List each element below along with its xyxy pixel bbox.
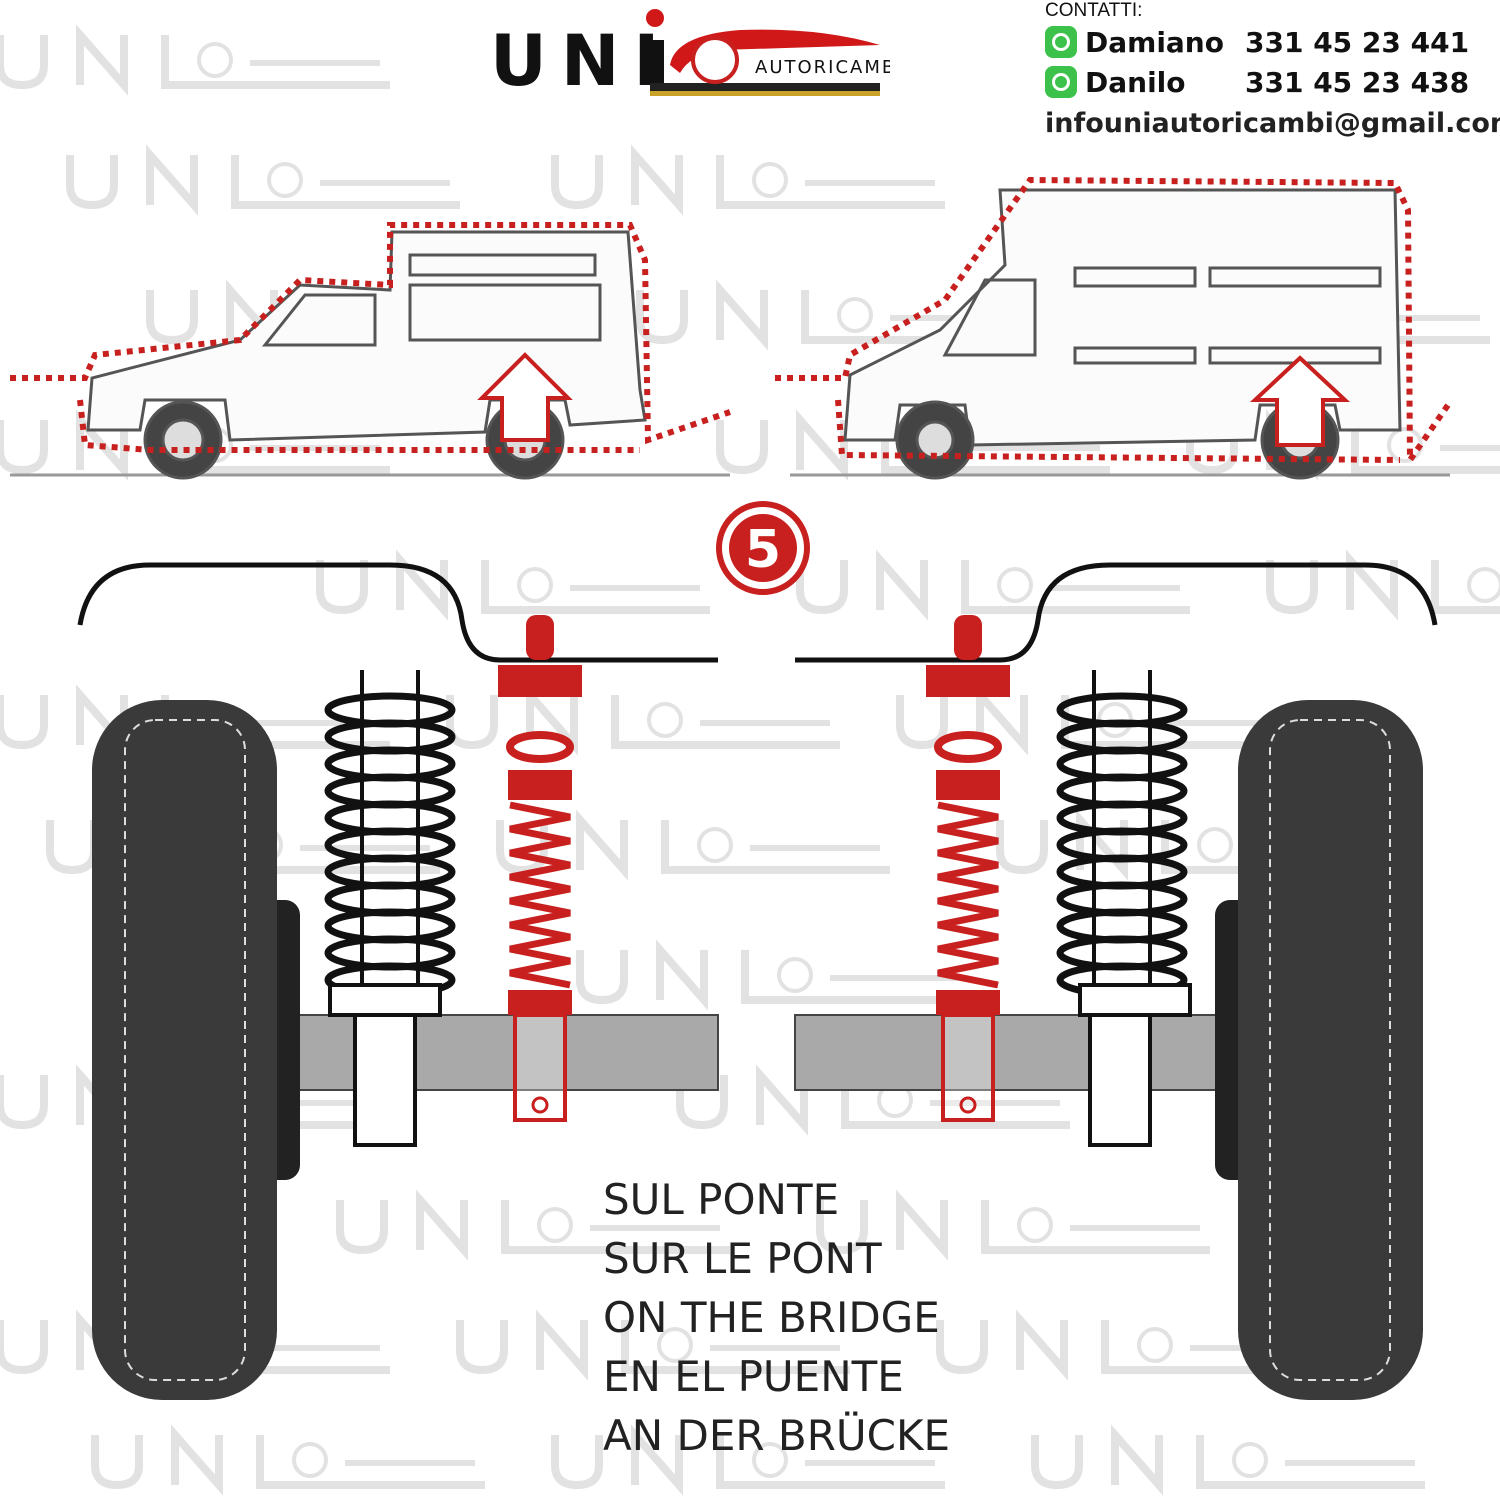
red-spring (937, 801, 999, 989)
contact-phone[interactable]: 331 45 23 441 (1245, 25, 1470, 59)
watermark-logo (336, 1189, 730, 1261)
small-van-illustration (10, 222, 731, 480)
body-outline (77, 562, 1438, 663)
caption-line: AN DER BRÜCKE (603, 1411, 951, 1460)
right-coil-spring (1056, 670, 1188, 998)
caption-line: EN EL PUENTE (603, 1352, 904, 1401)
watermark-logo (456, 1309, 850, 1381)
watermark-logo (1266, 549, 1500, 621)
contact-row: Danilo 331 45 23 438 (1045, 62, 1500, 102)
whatsapp-icon (1045, 26, 1077, 58)
spring-seat (936, 990, 1000, 1015)
bolt-hole (531, 1096, 549, 1114)
watermark-logo (91, 1424, 485, 1496)
caption-line: SUL PONTE (603, 1175, 840, 1224)
axle (289, 1014, 1226, 1091)
mount-plate (926, 665, 1010, 697)
whatsapp-icon (1045, 66, 1077, 98)
watermark-logo (446, 684, 840, 756)
left-tire (92, 700, 300, 1400)
logo-text: UNI (490, 20, 673, 100)
badge-text: 5 (745, 520, 781, 580)
watermark-logo (796, 549, 1190, 621)
watermark-logo (576, 939, 970, 1011)
bolt-hole (959, 1096, 977, 1114)
contact-phone[interactable]: 331 45 23 438 (1245, 65, 1470, 99)
caption-line: SUR LE PONT (603, 1234, 882, 1283)
lower-bracket (513, 1013, 567, 1122)
watermark-logo (0, 24, 390, 96)
watermark-logo (551, 144, 945, 216)
watermark-logo (66, 144, 460, 216)
large-van-illustration (775, 176, 1451, 480)
rubber-block (936, 770, 1000, 800)
left-helper-spring (498, 615, 582, 1122)
mount-plate (498, 665, 582, 697)
spring-seat (508, 990, 572, 1015)
contact-email[interactable]: infouniautoricambi@gmail.com (1045, 108, 1500, 139)
contact-name: Danilo (1085, 65, 1186, 99)
right-helper-spring (926, 615, 1010, 1122)
left-coil-spring (324, 670, 456, 998)
rubber-block (508, 770, 572, 800)
contact-name: Damiano (1085, 25, 1224, 59)
contacts-heading: CONTATTI: (1045, 0, 1143, 21)
caption: SUL PONTE SUR LE PONT ON THE BRIDGE EN E… (603, 1170, 950, 1465)
brackets (328, 983, 1192, 1147)
watermark-logo (1031, 1424, 1425, 1496)
contact-row: Damiano 331 45 23 441 (1045, 22, 1500, 62)
contact-panel: CONTATTI: Damiano 331 45 23 441 Danilo 3… (1045, 0, 1500, 139)
top-mount (526, 615, 554, 660)
caption-line: ON THE BRIDGE (603, 1293, 940, 1342)
red-spring (509, 801, 571, 989)
logo-subtext: AUTORICAMBI (755, 57, 890, 78)
top-mount (954, 615, 982, 660)
brand-logo: UNI AUTORICAMBI (490, 5, 890, 100)
watermark-logo (551, 1424, 945, 1496)
washer (506, 731, 574, 763)
badge-number: 5 (716, 501, 810, 595)
lower-bracket (941, 1013, 995, 1122)
watermark-logo (816, 1189, 1210, 1261)
watermark-logo (316, 549, 710, 621)
right-tire (1215, 700, 1423, 1400)
washer (934, 731, 1002, 763)
